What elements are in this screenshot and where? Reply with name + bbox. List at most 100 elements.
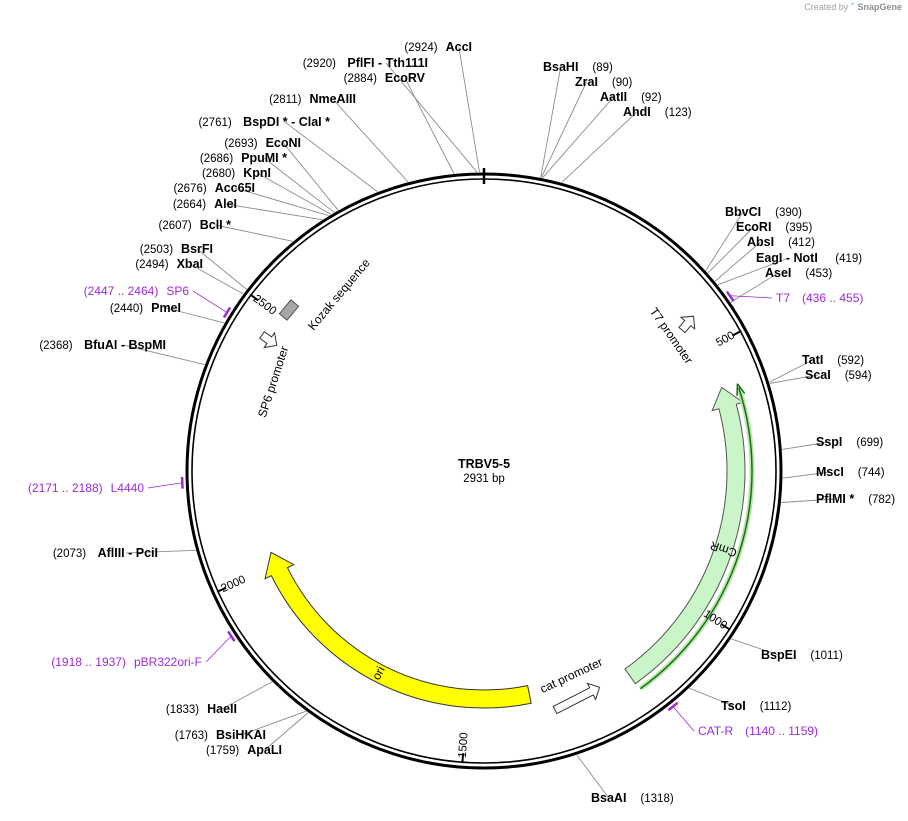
leader-line-bbvci <box>705 211 744 271</box>
kozak-box-rect <box>278 299 300 321</box>
cmr-feature-arrow <box>624 386 746 685</box>
enzyme-position-eagi-noti: (419) <box>835 253 862 265</box>
leader-line-bspdi-clai <box>284 121 378 192</box>
tick-mark-500 <box>732 329 742 337</box>
sp6-promoter-arrow-shape <box>259 331 278 349</box>
enzyme-name-bbvci: BbvCI <box>725 205 761 219</box>
enzyme-position-bspei: (1011) <box>810 650 843 662</box>
enzyme-position-asei: (453) <box>805 268 832 280</box>
enzyme-name-acci: AccI <box>446 40 472 54</box>
leader-line-haeii <box>221 681 273 710</box>
t7-promoter-label: T7 promoter <box>647 305 696 367</box>
enzyme-position-acc65i: (2676) <box>173 183 206 195</box>
enzyme-name-bcli: BclI * <box>200 218 231 232</box>
enzyme-position-msci: (744) <box>858 467 885 479</box>
enzyme-name-bsahi: BsaHI <box>543 60 578 74</box>
leader-line-absi <box>714 241 761 282</box>
ori-label: ori <box>369 664 388 682</box>
leader-line-acci <box>458 46 480 173</box>
enzyme-position-bbvci: (390) <box>775 207 802 219</box>
enzyme-position-apali: (1759) <box>206 745 239 757</box>
enzyme-position-scai: (594) <box>845 370 872 382</box>
enzyme-name-scai: ScaI <box>805 368 831 382</box>
cat-promoter-arrow <box>552 682 601 715</box>
enzyme-name-bspdi-clai: BspDI * - ClaI * <box>243 115 330 129</box>
enzyme-name-absi: AbsI <box>747 235 774 249</box>
primer-name-cat-r: CAT-R <box>698 724 733 738</box>
enzyme-position-ecori: (395) <box>785 222 812 234</box>
tick-mark-1000 <box>721 623 731 631</box>
leader-line-ecorv <box>404 77 455 174</box>
leader-line-bcli <box>215 224 293 242</box>
primer-range-cat-r: (1140 .. 1159) <box>745 724 818 738</box>
leader-line-apali <box>264 712 309 751</box>
backbone-outer-ring <box>185 172 783 770</box>
enzyme-position-zrai: (90) <box>612 77 633 89</box>
enzyme-position-ppumi: (2686) <box>200 153 233 165</box>
enzyme-position-econi: (2693) <box>224 138 257 150</box>
tick-label-1500: 1500 <box>457 732 471 758</box>
enzyme-position-aatii: (92) <box>641 92 662 104</box>
plasmid-name: TRBV5-5 <box>458 457 510 471</box>
leader-line-alei <box>225 203 323 221</box>
primer-leader-pbr322ori-f <box>205 636 231 663</box>
enzyme-leader-lines <box>123 46 836 799</box>
enzyme-position-nmeaiii: (2811) <box>269 94 302 106</box>
enzyme-position-bspdi-clai: (2761) <box>198 117 231 129</box>
leader-line-tsoi <box>689 687 734 707</box>
tick-label-1000: 1000 <box>701 608 729 632</box>
primer-mark-pbr322ori-f <box>227 630 236 642</box>
backbone-inner-ring <box>191 178 777 764</box>
leader-line-asei <box>730 272 779 303</box>
primer-range-sp6: (2447 .. 2464) <box>84 284 159 298</box>
leader-line-ahdi <box>561 111 638 183</box>
enzyme-name-kpni: KpnI <box>243 166 271 180</box>
leader-line-econi <box>282 142 339 211</box>
enzyme-name-tsoi: TsoI <box>721 699 746 713</box>
enzyme-position-bsrfi: (2503) <box>140 244 173 256</box>
primer-mark-t7 <box>725 290 735 302</box>
cmr-orf-line <box>639 387 753 690</box>
enzyme-name-haeii: HaeII <box>207 702 237 716</box>
enzyme-position-xbai: (2494) <box>135 259 168 271</box>
primer-name-l4440: L4440 <box>111 481 145 495</box>
plasmid-size: 2931 bp <box>463 473 505 485</box>
tick-mark-2500 <box>249 293 259 302</box>
enzyme-name-bspei: BspEI <box>761 648 796 662</box>
leader-line-bfuai-bspmi <box>123 344 205 366</box>
enzyme-name-tati: TatI <box>802 353 823 367</box>
leader-line-bspei <box>731 638 779 656</box>
cmr-orf-arrowhead <box>736 383 746 396</box>
plasmid-backbone <box>185 168 783 770</box>
feature-layer <box>180 290 755 715</box>
tick-label-500: 500 <box>714 330 737 350</box>
enzyme-position-pflfi-tth111i: (2920) <box>303 58 336 70</box>
t7-promoter-arrow-shape <box>678 315 696 334</box>
primer-range-t7: (436 .. 455) <box>802 291 863 305</box>
tick-mark-1500 <box>461 753 465 764</box>
leader-line-kpni <box>256 172 331 215</box>
enzyme-name-apali: ApaLI <box>247 743 282 757</box>
tick-label-2500: 2500 <box>251 293 279 318</box>
enzyme-position-tsoi: (1112) <box>760 701 792 713</box>
enzyme-position-acci: (2924) <box>404 42 437 54</box>
enzyme-position-bsahi: (89) <box>592 62 613 74</box>
sp6-promoter-arrow <box>259 331 278 349</box>
enzyme-position-bsaai: (1318) <box>640 793 673 805</box>
primer-leader-l4440 <box>147 482 182 489</box>
leader-line-bsahi <box>540 66 562 178</box>
leader-line-eagi-noti <box>717 257 789 286</box>
enzyme-name-ecori: EcoRI <box>736 220 771 234</box>
credit-prefix: Created by <box>804 2 849 12</box>
enzyme-position-sspi: (699) <box>856 437 883 449</box>
primer-name-sp6: SP6 <box>166 284 189 298</box>
leader-line-pflfi-tth111i <box>385 62 478 173</box>
enzyme-position-bcli: (2607) <box>158 220 191 232</box>
enzyme-position-haeii: (1833) <box>166 704 199 716</box>
tick-label-2000: 2000 <box>219 574 247 595</box>
enzyme-position-pflmi: (782) <box>868 494 895 506</box>
primer-leader-sp6 <box>192 290 227 313</box>
leader-line-tati <box>769 359 813 383</box>
snapgene-logo-icon: ⌜ <box>850 2 855 12</box>
